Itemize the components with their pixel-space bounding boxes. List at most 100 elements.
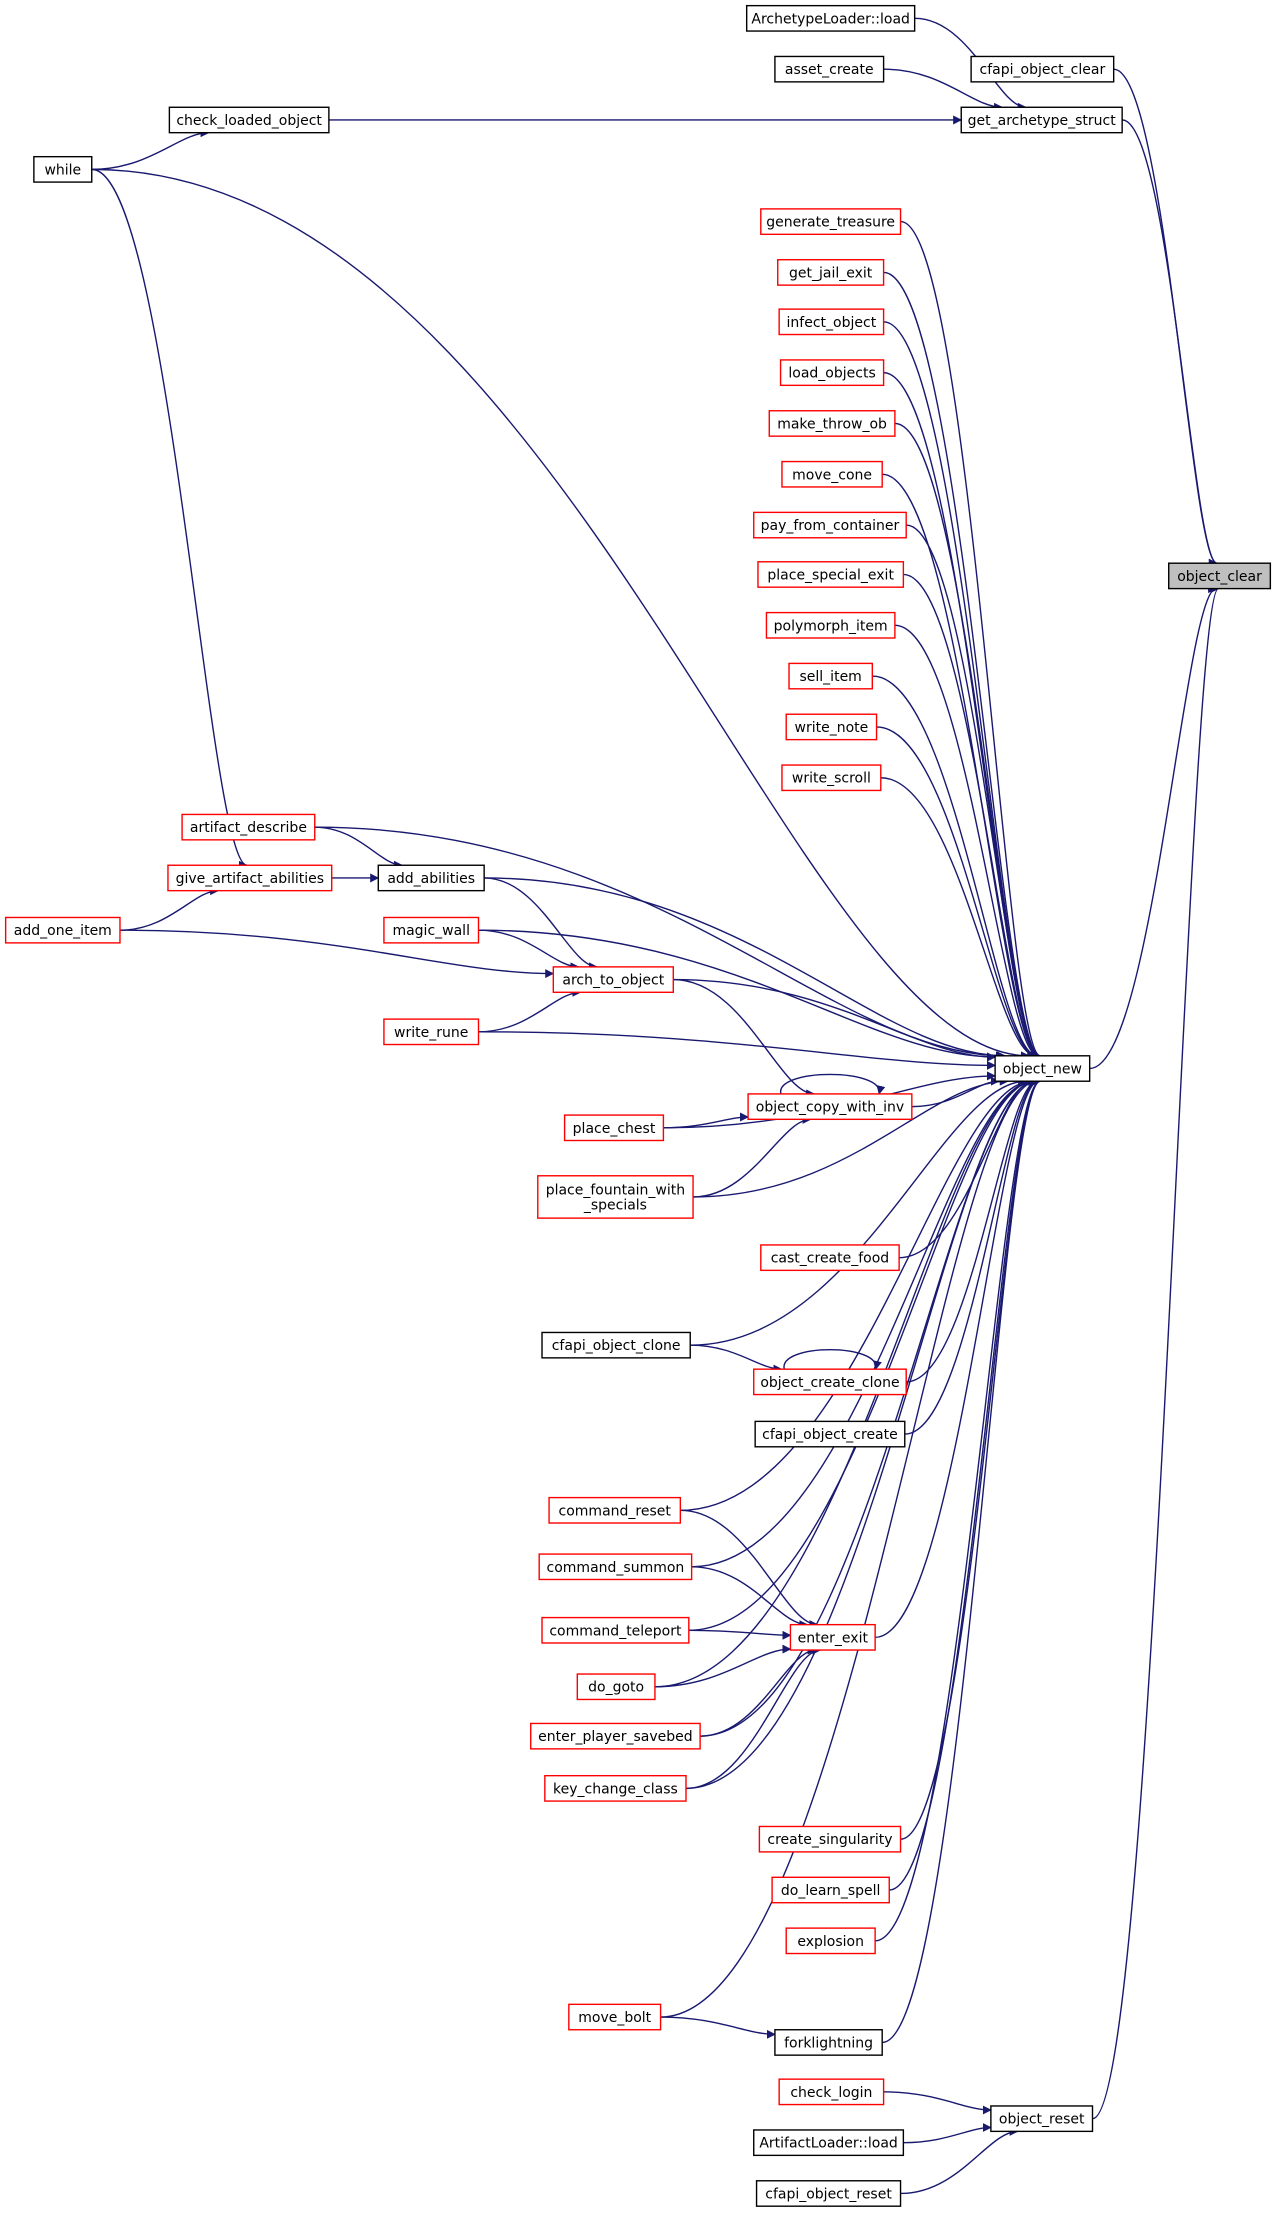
- node-box-place_chest[interactable]: [563, 1114, 665, 1142]
- node-box-enter_exit[interactable]: [789, 1623, 876, 1651]
- node-get_jail_exit[interactable]: get_jail_exit: [777, 259, 885, 286]
- node-box-check_loaded_object[interactable]: [168, 106, 330, 134]
- node-box-give_artifact_abilities[interactable]: [167, 864, 333, 892]
- node-get_archetype_struct[interactable]: get_archetype_struct: [960, 106, 1123, 134]
- node-box-cfapi_object_reset[interactable]: [755, 2180, 902, 2207]
- node-key_change_class[interactable]: key_change_class: [544, 1774, 687, 1802]
- node-magic_wall[interactable]: magic_wall: [383, 916, 480, 944]
- node-object_clear[interactable]: object_clear: [1168, 562, 1272, 590]
- node-cfapi_object_create[interactable]: cfapi_object_create: [754, 1420, 906, 1448]
- node-place_fountain_with_specials[interactable]: place_fountain_with_specials: [537, 1175, 694, 1219]
- node-box-do_goto[interactable]: [576, 1673, 656, 1701]
- node-box-sell_item[interactable]: [788, 662, 874, 690]
- node-box-asset_create[interactable]: [774, 55, 885, 83]
- node-object_reset[interactable]: object_reset: [990, 2105, 1094, 2133]
- node-box-generate_treasure[interactable]: [760, 208, 902, 236]
- node-box-load_objects[interactable]: [779, 359, 885, 387]
- node-box-create_singularity[interactable]: [758, 1825, 902, 1853]
- node-box-command_summon[interactable]: [538, 1553, 693, 1581]
- node-write_rune[interactable]: write_rune: [383, 1018, 480, 1046]
- node-box-make_throw_ob[interactable]: [768, 410, 896, 437]
- node-give_artifact_abilities[interactable]: give_artifact_abilities: [167, 864, 333, 892]
- node-sell_item[interactable]: sell_item: [788, 662, 874, 690]
- node-box-command_teleport[interactable]: [541, 1616, 690, 1644]
- node-box-magic_wall[interactable]: [383, 916, 480, 944]
- node-move_cone[interactable]: move_cone: [781, 460, 883, 488]
- node-command_reset[interactable]: command_reset: [548, 1496, 682, 1524]
- node-box-write_rune[interactable]: [383, 1018, 480, 1046]
- node-box-ArtifactLoader_load[interactable]: [753, 2129, 905, 2157]
- node-place_special_exit[interactable]: place_special_exit: [757, 561, 905, 588]
- node-box-get_jail_exit[interactable]: [777, 259, 885, 286]
- node-box-polymorph_item[interactable]: [765, 611, 896, 639]
- node-write_scroll[interactable]: write_scroll: [781, 764, 882, 792]
- node-box-ArchetypeLoader_load[interactable]: [745, 4, 916, 32]
- node-box-add_one_item[interactable]: [4, 916, 121, 944]
- node-box-object_create_clone[interactable]: [753, 1368, 907, 1396]
- node-do_learn_spell[interactable]: do_learn_spell: [771, 1876, 890, 1904]
- node-box-do_learn_spell[interactable]: [771, 1876, 890, 1904]
- node-infect_object[interactable]: infect_object: [778, 308, 885, 336]
- node-asset_create[interactable]: asset_create: [774, 55, 885, 83]
- node-box-arch_to_object[interactable]: [552, 966, 674, 993]
- node-create_singularity[interactable]: create_singularity: [758, 1825, 902, 1853]
- node-pay_from_container[interactable]: pay_from_container: [753, 511, 907, 539]
- node-box-write_scroll[interactable]: [781, 764, 882, 792]
- node-box-while[interactable]: [33, 155, 93, 183]
- node-box-enter_player_savebed[interactable]: [530, 1722, 701, 1750]
- node-box-object_clear[interactable]: [1168, 562, 1272, 590]
- node-ArchetypeLoader_load[interactable]: ArchetypeLoader::load: [745, 4, 916, 32]
- node-add_abilities[interactable]: add_abilities: [377, 864, 485, 892]
- node-box-command_reset[interactable]: [548, 1496, 682, 1524]
- node-enter_exit[interactable]: enter_exit: [789, 1623, 876, 1651]
- node-box-object_reset[interactable]: [990, 2105, 1094, 2133]
- node-command_summon[interactable]: command_summon: [538, 1553, 693, 1581]
- node-box-cfapi_object_clone[interactable]: [541, 1331, 691, 1359]
- node-box-move_bolt[interactable]: [568, 2003, 662, 2031]
- node-box-key_change_class[interactable]: [544, 1774, 687, 1802]
- node-object_new[interactable]: object_new: [994, 1055, 1091, 1082]
- node-make_throw_ob[interactable]: make_throw_ob: [768, 410, 896, 437]
- node-arch_to_object[interactable]: arch_to_object: [552, 966, 674, 993]
- node-box-add_abilities[interactable]: [377, 864, 485, 892]
- node-box-infect_object[interactable]: [778, 308, 885, 336]
- node-box-place_fountain_with_specials[interactable]: [537, 1175, 694, 1219]
- node-box-explosion[interactable]: [785, 1927, 876, 1955]
- node-box-cast_create_food[interactable]: [760, 1244, 900, 1272]
- node-box-cfapi_object_clear[interactable]: [970, 55, 1115, 83]
- node-check_loaded_object[interactable]: check_loaded_object: [168, 106, 330, 134]
- node-place_chest[interactable]: place_chest: [563, 1114, 665, 1142]
- node-add_one_item[interactable]: add_one_item: [4, 916, 121, 944]
- node-box-forklightning[interactable]: [774, 2029, 883, 2056]
- node-object_copy_with_inv[interactable]: object_copy_with_inv: [747, 1093, 913, 1121]
- node-box-place_special_exit[interactable]: [757, 561, 905, 588]
- node-forklightning[interactable]: forklightning: [774, 2029, 883, 2056]
- node-write_note[interactable]: write_note: [785, 713, 878, 741]
- node-check_login[interactable]: check_login: [778, 2078, 885, 2106]
- node-while[interactable]: while: [33, 155, 93, 183]
- node-box-artifact_describe[interactable]: [181, 813, 316, 841]
- node-object_create_clone[interactable]: object_create_clone: [753, 1368, 907, 1396]
- node-box-cfapi_object_create[interactable]: [754, 1420, 906, 1448]
- node-box-check_login[interactable]: [778, 2078, 885, 2106]
- node-command_teleport[interactable]: command_teleport: [541, 1616, 690, 1644]
- node-box-get_archetype_struct[interactable]: [960, 106, 1123, 134]
- node-explosion[interactable]: explosion: [785, 1927, 876, 1955]
- node-box-object_new[interactable]: [994, 1055, 1091, 1082]
- node-box-write_note[interactable]: [785, 713, 878, 741]
- node-artifact_describe[interactable]: artifact_describe: [181, 813, 316, 841]
- node-polymorph_item[interactable]: polymorph_item: [765, 611, 896, 639]
- node-move_bolt[interactable]: move_bolt: [568, 2003, 662, 2031]
- node-load_objects[interactable]: load_objects: [779, 359, 885, 387]
- node-do_goto[interactable]: do_goto: [576, 1673, 656, 1701]
- node-ArtifactLoader_load[interactable]: ArtifactLoader::load: [753, 2129, 905, 2157]
- node-cfapi_object_clone[interactable]: cfapi_object_clone: [541, 1331, 691, 1359]
- node-box-move_cone[interactable]: [781, 460, 883, 488]
- node-enter_player_savebed[interactable]: enter_player_savebed: [530, 1722, 701, 1750]
- node-cfapi_object_reset[interactable]: cfapi_object_reset: [755, 2180, 902, 2207]
- node-generate_treasure[interactable]: generate_treasure: [760, 208, 902, 236]
- node-box-pay_from_container[interactable]: [753, 511, 907, 539]
- node-cfapi_object_clear[interactable]: cfapi_object_clear: [970, 55, 1115, 83]
- node-cast_create_food[interactable]: cast_create_food: [760, 1244, 900, 1272]
- node-box-object_copy_with_inv[interactable]: [747, 1093, 913, 1121]
